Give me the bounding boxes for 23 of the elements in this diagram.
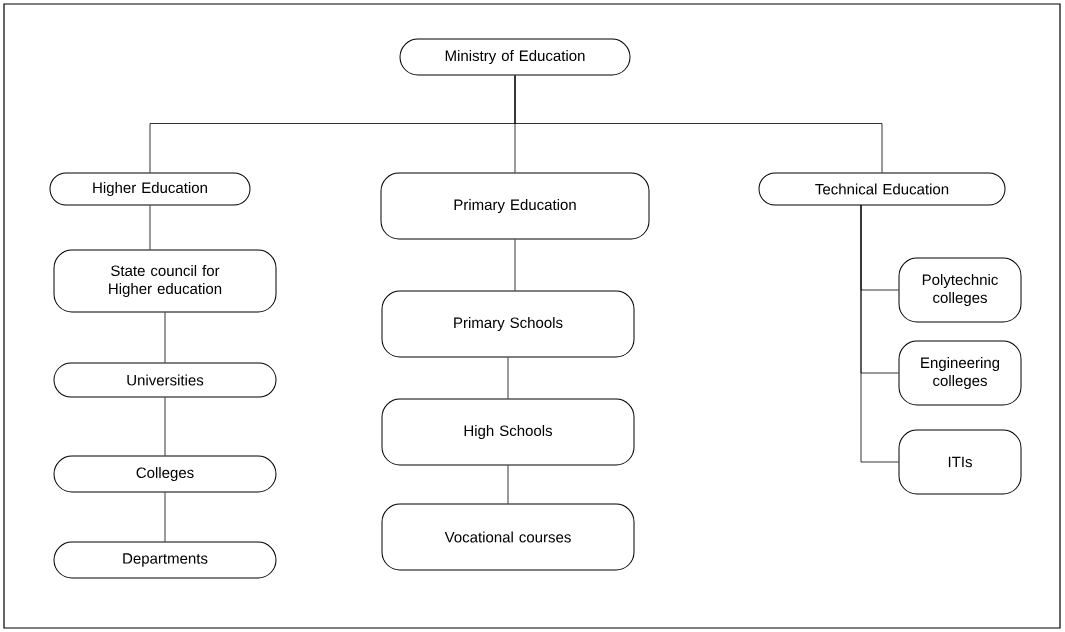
rounded-box: Vocational courses [381, 503, 635, 571]
rounded-box: Engineering colleges [898, 340, 1022, 406]
connector-line [514, 239, 516, 291]
rounded-box: Departments [53, 541, 277, 579]
connector-line [507, 465, 509, 504]
connector-line [149, 205, 151, 250]
rounded-box: High Schools [381, 398, 635, 466]
connector-line [164, 312, 166, 363]
connector-line [507, 357, 509, 399]
connector-line [860, 204, 899, 463]
rounded-box: Technical Education [758, 172, 1006, 206]
rounded-box: Primary Schools [381, 290, 635, 358]
rounded-box: Colleges [53, 455, 277, 493]
connector-line [164, 492, 166, 542]
rounded-box: Ministry of Education [399, 38, 631, 76]
rounded-box: Universities [53, 362, 277, 398]
rounded-box: Primary Education [380, 172, 650, 240]
rounded-box: Higher Education [49, 172, 251, 206]
rounded-box: State council for Higher education [53, 249, 277, 313]
rounded-box: ITIs [898, 429, 1022, 495]
rounded-box: Polytechnic colleges [898, 257, 1022, 323]
connector-line [164, 397, 166, 456]
connector-line [514, 75, 883, 173]
